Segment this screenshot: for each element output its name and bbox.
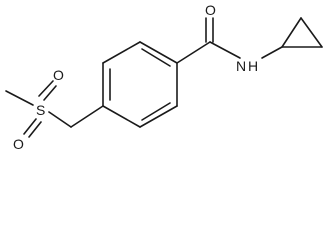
nitrogen-to-cyclopropyl-bond — [261, 46, 283, 59]
methylene-to-sulfur-bond — [48, 111, 72, 128]
chemical-structure-diagram: O N H S O O — [5, 2, 323, 152]
sulfur-to-oxygen-bottom-bond-a — [23, 118, 37, 135]
sulfonyl-oxygen-bottom-label: O — [13, 136, 24, 152]
benzene-ring — [102, 41, 178, 128]
cyclopropyl-bond-right — [300, 17, 323, 48]
amide-group — [176, 17, 241, 64]
sulfur-to-methyl-bond — [5, 90, 34, 106]
ring-double-bond-inner-top — [141, 48, 171, 67]
sulfur-to-oxygen-top-bond-b — [43, 85, 57, 101]
sulfur-to-oxygen-bottom-bond-b — [28, 121, 42, 138]
cyclopropyl-bond-left — [281, 17, 302, 48]
ring-to-methylene-bond — [70, 105, 104, 128]
ring-bond-bottom-left — [102, 105, 141, 128]
ring-bond-top-left — [102, 41, 141, 64]
sulfonyl-oxygen-top-label: O — [53, 67, 64, 83]
sulfur-to-oxygen-top-bond-a — [38, 80, 54, 97]
carbonyl-oxygen-label: O — [205, 2, 216, 18]
carbonyl-to-nitrogen-bond — [209, 41, 241, 59]
amide-nitrogen-label: N — [236, 58, 246, 74]
cyclopropyl-ring — [261, 17, 323, 59]
ring-bond-bottom-right — [139, 105, 178, 128]
atom-labels: O N H S O O — [13, 2, 258, 152]
ring-double-bond-inner-bottom — [141, 102, 171, 121]
sulfur-label: S — [36, 102, 45, 118]
ring-bond-top-right — [139, 41, 178, 64]
methylsulfonylmethyl-group — [5, 80, 104, 138]
amide-hydrogen-label: H — [248, 58, 258, 74]
ring-to-carbonyl-bond — [176, 41, 211, 64]
